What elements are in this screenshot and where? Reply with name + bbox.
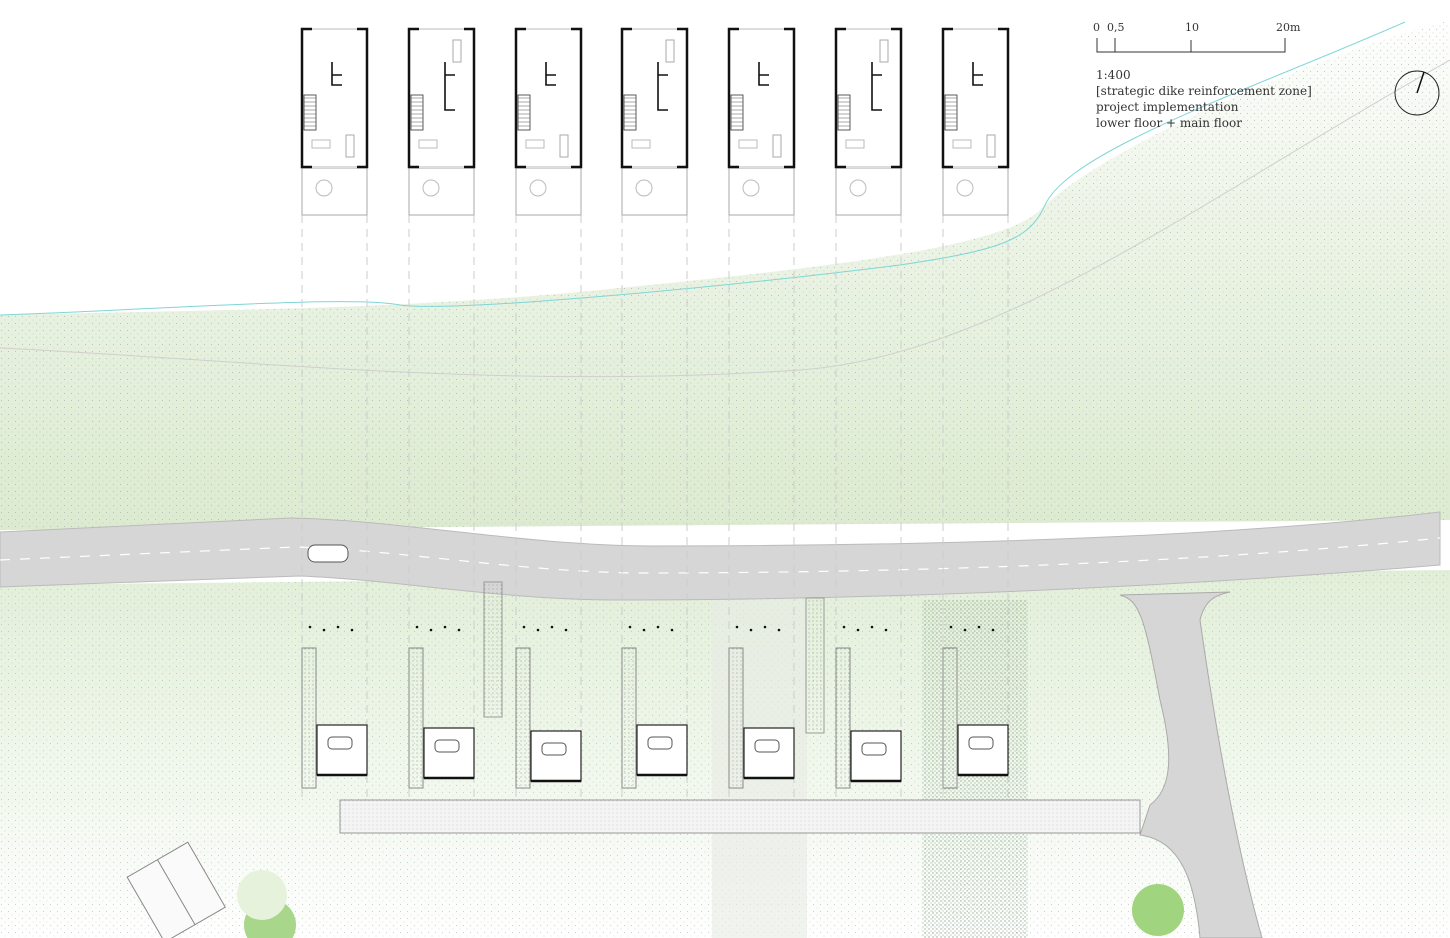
plant-dot	[443, 625, 447, 629]
stair	[623, 94, 637, 131]
plant-dot	[749, 628, 753, 632]
stair	[517, 94, 531, 131]
scale-bar	[1096, 38, 1286, 53]
plant-dot	[763, 625, 767, 629]
plant-dot	[963, 628, 967, 632]
plant-dot	[336, 625, 340, 629]
house-footprint	[835, 647, 902, 789]
plant-dot	[564, 628, 568, 632]
terrace-table	[529, 179, 547, 197]
plant-dot	[991, 628, 995, 632]
terrace-table	[422, 179, 440, 197]
plant-dot	[949, 625, 953, 629]
floor-plan	[620, 27, 689, 216]
terrace-table	[315, 179, 333, 197]
house-footprint	[408, 647, 475, 789]
wall	[444, 62, 455, 111]
phase-label: project implementation	[1096, 100, 1239, 114]
floor-plan	[727, 27, 796, 216]
house-footprint	[621, 647, 688, 789]
stair	[410, 94, 424, 131]
house-footprint	[301, 647, 368, 789]
house-footprint	[942, 647, 1009, 789]
wall	[758, 62, 769, 86]
tree	[1132, 884, 1184, 936]
plant-dot	[870, 625, 874, 629]
plant-dot	[628, 625, 632, 629]
main-road	[0, 511, 1441, 601]
scale-label: 10	[1185, 21, 1199, 34]
scale-label: 0,5	[1107, 21, 1125, 34]
terrace-table	[635, 179, 653, 197]
scale-label: 20m	[1276, 21, 1301, 34]
north-arrow-icon	[1394, 70, 1440, 116]
stair-path	[805, 597, 825, 734]
plant-dot	[884, 628, 888, 632]
plant-dot	[977, 625, 981, 629]
plant-dot	[350, 628, 354, 632]
water-line	[0, 21, 1406, 316]
stair-path	[483, 581, 503, 718]
plant-dot	[415, 625, 419, 629]
terrace-table	[742, 179, 760, 197]
floor-plan	[514, 27, 583, 216]
plant-dot	[550, 625, 554, 629]
terrace-table	[849, 179, 867, 197]
stair	[303, 94, 317, 131]
wall	[972, 62, 983, 86]
zone-title: [strategic dike reinforcement zone]	[1096, 84, 1312, 98]
stair	[837, 94, 851, 131]
plant-dot	[735, 625, 739, 629]
contour-line	[0, 59, 1450, 378]
wall	[545, 62, 556, 86]
stair	[730, 94, 744, 131]
stair	[944, 94, 958, 131]
wall	[871, 62, 882, 111]
shed-roof	[126, 841, 226, 938]
wall	[331, 62, 342, 86]
plant-dot	[777, 628, 781, 632]
plant-dot	[429, 628, 433, 632]
plant-dot	[842, 625, 846, 629]
scale-label: 0	[1093, 21, 1100, 34]
plant-dot	[457, 628, 461, 632]
car	[307, 544, 349, 563]
plant-dot	[308, 625, 312, 629]
floor-plan	[300, 27, 369, 216]
house-footprint	[728, 647, 795, 789]
scale-ratio: 1:400	[1096, 68, 1131, 82]
plant-dot	[656, 625, 660, 629]
floor-plan	[834, 27, 903, 216]
plant-dot	[522, 625, 526, 629]
side-road	[1119, 591, 1263, 938]
floors-label: lower floor + main floor	[1096, 116, 1242, 130]
floor-plan	[941, 27, 1010, 216]
wall	[657, 62, 668, 111]
plant-dot	[642, 628, 646, 632]
terrace-table	[956, 179, 974, 197]
plant-dot	[322, 628, 326, 632]
floor-plan	[407, 27, 476, 216]
plant-dot	[536, 628, 540, 632]
house-footprint	[515, 647, 582, 789]
plant-dot	[670, 628, 674, 632]
plant-dot	[856, 628, 860, 632]
legend: 1:400 [strategic dike reinforcement zone…	[1096, 67, 1312, 131]
